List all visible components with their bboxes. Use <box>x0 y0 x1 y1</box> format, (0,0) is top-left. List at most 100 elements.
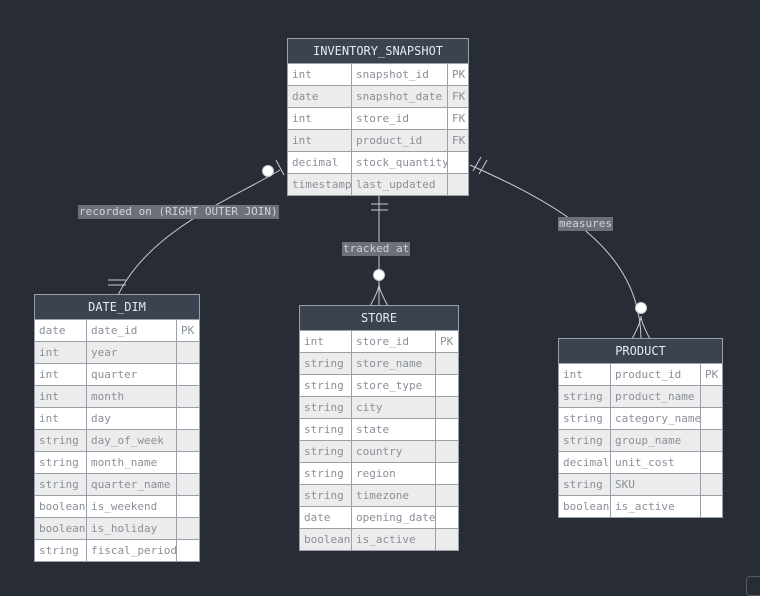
attribute-key <box>701 408 722 429</box>
attribute-name: SKU <box>611 474 701 495</box>
attribute-type: string <box>35 430 87 451</box>
attribute-name: product_name <box>611 386 701 407</box>
attribute-name: opening_date <box>352 507 436 528</box>
attribute-name: state <box>352 419 436 440</box>
attribute-key: PK <box>181 324 195 337</box>
attribute-key <box>177 452 199 473</box>
attribute-name: unit_cost <box>611 452 701 473</box>
attribute-key <box>177 408 199 429</box>
attribute-name: snapshot_date <box>352 86 448 107</box>
attribute-name: quarter_name <box>87 474 177 495</box>
attribute-type: decimal <box>559 452 611 473</box>
attribute-key <box>701 430 722 451</box>
attribute-type: int <box>559 364 611 385</box>
attribute-type: string <box>35 540 87 561</box>
attribute-type: string <box>300 397 352 418</box>
entity-title: STORE <box>300 306 458 331</box>
attribute-type: int <box>288 64 352 85</box>
attribute-name: last_updated <box>352 174 448 195</box>
attribute-name: product_id <box>352 130 448 151</box>
attribute-name: category_name <box>611 408 701 429</box>
rel-date-line <box>117 169 281 296</box>
attribute-key <box>436 485 458 506</box>
attribute-type: decimal <box>288 152 352 173</box>
rel-label-tracked-at: tracked at <box>342 242 411 256</box>
attribute-key <box>436 375 458 396</box>
attribute-type: string <box>559 386 611 407</box>
attribute-key <box>436 441 458 462</box>
attribute-key <box>436 529 458 550</box>
attribute-type: date <box>288 86 352 107</box>
attribute-type: string <box>559 430 611 451</box>
attribute-name: day <box>87 408 177 429</box>
attribute-name: store_id <box>352 108 448 129</box>
attribute-key <box>177 342 199 363</box>
attribute-key: FK <box>452 112 466 125</box>
attribute-key <box>436 353 458 374</box>
attribute-name: stock_quantity <box>352 152 448 173</box>
attribute-name: fiscal_period <box>87 540 177 561</box>
attribute-key <box>701 452 722 473</box>
attribute-type: boolean <box>35 518 87 539</box>
attribute-key <box>448 152 468 173</box>
entity-title: INVENTORY_SNAPSHOT <box>288 39 468 64</box>
attribute-type: int <box>35 386 87 407</box>
attribute-key <box>436 463 458 484</box>
entity-title: DATE_DIM <box>35 295 199 320</box>
attribute-type: string <box>300 441 352 462</box>
rel-product-line <box>469 164 642 340</box>
attribute-type: string <box>559 408 611 429</box>
rel-store-crowfoot <box>369 283 389 307</box>
attribute-name: snapshot_id <box>352 64 448 85</box>
rel-date-bar-1 <box>275 159 285 176</box>
attribute-type: date <box>300 507 352 528</box>
attribute-key <box>177 474 199 495</box>
attribute-name: year <box>87 342 177 363</box>
entity-title: PRODUCT <box>559 339 722 364</box>
attribute-key: PK <box>705 368 719 381</box>
attribute-key <box>177 540 199 561</box>
attribute-type: string <box>35 452 87 473</box>
rel-label-recorded-on: recorded on (RIGHT OUTER JOIN) <box>78 205 279 219</box>
attribute-type: int <box>35 342 87 363</box>
corner-control-icon[interactable] <box>746 576 760 596</box>
rel-date-zero-marker <box>262 165 274 177</box>
rel-product-bar-1 <box>472 156 482 172</box>
attribute-type: boolean <box>35 496 87 517</box>
attribute-type: int <box>288 130 352 151</box>
attribute-name: region <box>352 463 436 484</box>
attribute-type: boolean <box>300 529 352 550</box>
attribute-key: FK <box>452 90 466 103</box>
attribute-name: store_type <box>352 375 436 396</box>
attribute-type: int <box>35 408 87 429</box>
attribute-type: timestamp <box>288 174 352 195</box>
rel-store-zero-marker <box>373 269 385 281</box>
attribute-type: string <box>300 463 352 484</box>
attribute-name: store_id <box>352 331 436 352</box>
